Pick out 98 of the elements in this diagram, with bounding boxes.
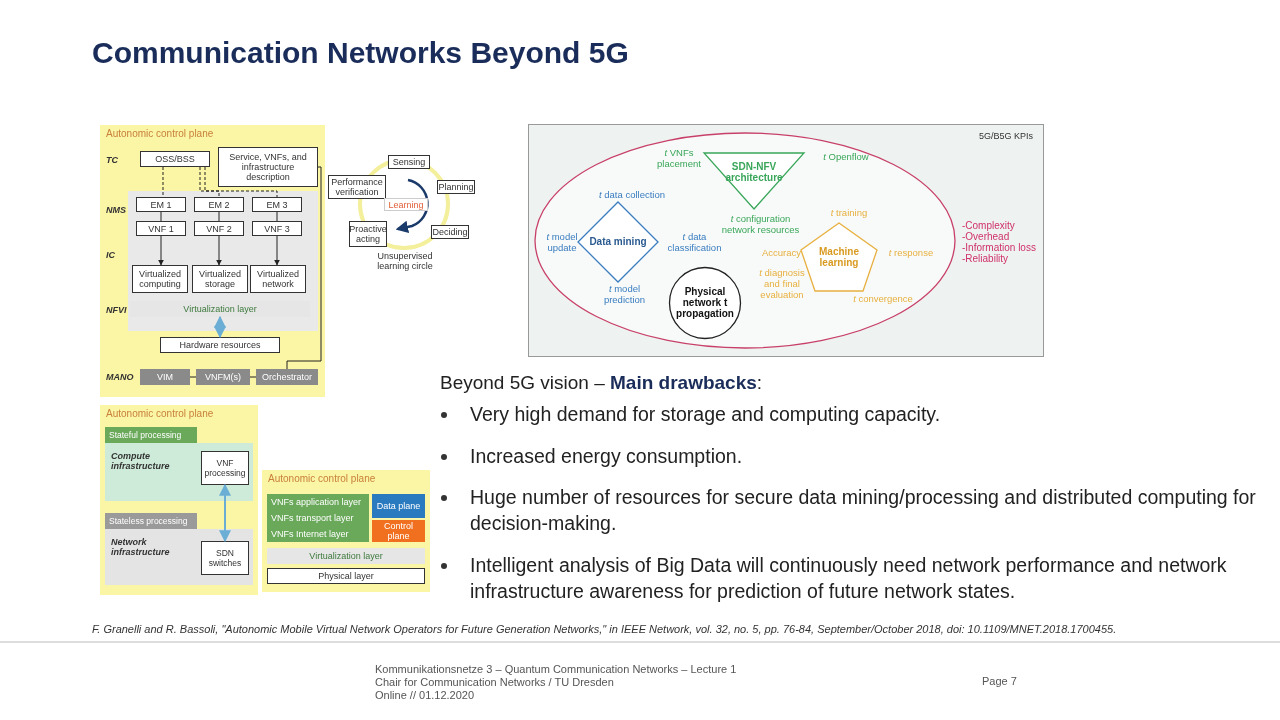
arrow [158,235,164,266]
layer-bar: VNFs application layer [267,494,369,510]
diamond-shape [578,202,658,282]
step-box: Sensing [388,155,430,169]
step-box: Performance verification [328,175,386,199]
kpi-item: -Overhead [962,231,1010,242]
annotation-text: t convergence [852,293,914,304]
step-box: Deciding [431,225,469,239]
step-box: Proactive acting [349,221,387,247]
connector-line [218,211,220,222]
arrow [274,235,280,266]
kpi-item: -Reliability [962,253,1009,264]
layer-bar: VNFs transport layer [267,510,369,526]
citation: F. Granelli and R. Bassoli, "Autonomic Mobile Virtual Network Operators for Future Generation Networks," in IEEE Network, vol. 32, no. 5, pp. 76-84, September/October 2018, doi: 10.1109/MNET.2018.1700455. [92,623,1117,635]
function-box: VNF 3 [252,221,302,236]
function-box: VNF 1 [136,221,186,236]
panel-heading: Autonomic control plane [268,474,376,484]
connector-line [160,211,162,222]
connector-line [189,376,197,378]
diagram-caption: Unsupervised learning circle [376,251,434,271]
bullet-text: Very high demand for storage and computing capacity. [470,403,941,425]
annotation-text: t configuration network resources [720,213,801,235]
layer-label: NMS [106,205,126,215]
annotation-text: t data classification [666,231,722,253]
section-heading: Beyond 5G vision – Main drawbacks: [440,372,763,394]
manager-tab: VNFM(s) [196,369,250,385]
switch-box: SDN switches [201,541,249,575]
layer-band: Virtualization layer [267,548,425,564]
footer-text: Online // 01.12.2020 [375,689,475,701]
manager-box: EM 2 [194,197,244,212]
plane-panel [262,470,430,592]
panel-heading: Compute infrastructure [111,451,171,471]
system-box: OSS/BSS [140,151,210,167]
annotation-text: t training [829,207,869,218]
slide-title: Communication Networks Beyond 5G [92,36,629,70]
resource-box: Virtualized storage [192,265,248,293]
description-box: Service, VNFs, and infrastructure description [218,147,318,187]
manager-box: EM 3 [252,197,302,212]
infrastructure-area [105,529,253,585]
resource-box: Virtualized computing [132,265,188,293]
connector-line [204,166,278,198]
connector-line [162,166,164,198]
bullet-text: Intelligent analysis of Big Data will continuously need network performance and network infrastructure awareness for prediction of future network states. [470,553,1227,602]
processing-bar: Stateful processing [105,427,197,443]
bullet-text: Huge number of resources for secure data mining/processing and distributed computing for decision-making. [470,486,1256,534]
panel-heading: Network infrastructure [111,537,171,557]
shape-label: Physical network t propagation [675,286,735,319]
processing-box: VNF processing [201,451,249,485]
shape-label: Machine learning [818,246,860,268]
annotation-text: t model update [545,231,579,253]
step-box: Learning [384,198,428,211]
plane-block: Data plane [372,494,425,518]
shape-label: SDN-NFV architecture [724,161,784,183]
arrow [214,315,226,339]
circle-shape [669,267,741,339]
shape-label: Data mining [588,236,648,247]
layer-box: Physical layer [267,568,425,584]
arrow [219,483,231,543]
annotation-text: t VNFs placement [656,147,702,169]
resource-box: Hardware resources [160,337,280,353]
function-box: VNF 2 [194,221,244,236]
annotation-text: t Openflow [822,151,870,162]
layer-label: IC [106,250,115,260]
ellipse-shape [535,133,955,348]
panel-heading: Autonomic control plane [106,409,214,419]
plane-panel [100,405,258,595]
connector-line [249,376,257,378]
arrow [216,235,222,266]
infrastructure-area [105,443,253,501]
annotation-text: t diagnosis and final evaluation [758,267,806,300]
triangle-shape [704,153,804,209]
annotation-text: t model prediction [602,283,647,305]
panel-heading: 5G/B5G KPIs [978,131,1033,141]
panel-heading: Autonomic control plane [106,129,214,139]
manager-tab: VIM [140,369,190,385]
page-number: Page 7 [982,675,1017,687]
layer-bar: VNFs Internet layer [267,526,369,542]
kpi-item: -Complexity [962,220,1015,231]
plane-block: Control plane [372,520,425,542]
step-box: Planning [437,180,475,194]
kpi-item: -Information loss [962,242,1036,253]
footer-text: Chair for Communication Networks / TU Dresden [375,676,614,688]
kpi-panel [528,124,1044,357]
manager-box: EM 1 [136,197,186,212]
manager-tab: Orchestrator [256,369,318,385]
resource-box: Virtualized network [250,265,306,293]
layer-label: NFVI [106,305,127,315]
layer-label: TC [106,155,118,165]
footer-text: Kommunikationsnetze 3 – Quantum Communication Networks – Lecture 1 [375,663,737,675]
bullet-text: Increased energy consumption. [470,444,743,467]
connector-line [199,166,220,198]
connector-line [276,211,278,222]
annotation-text: t data collection [598,189,666,200]
processing-bar: Stateless processing [105,513,197,529]
connector-line [286,166,322,370]
plane-panel [100,125,325,397]
annotation-text: Accuracy [760,247,803,258]
annotation-text: t response [887,247,935,258]
